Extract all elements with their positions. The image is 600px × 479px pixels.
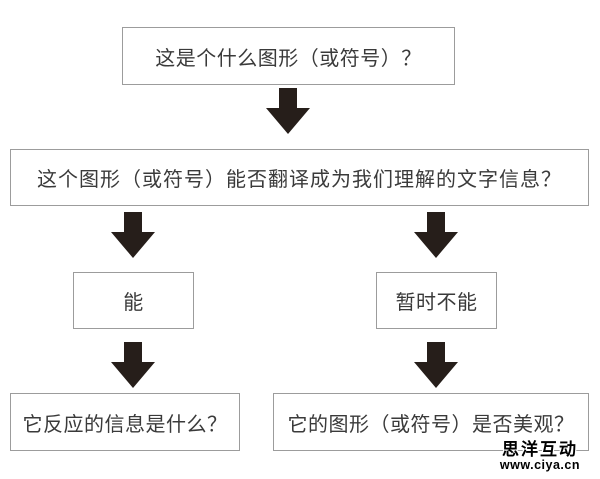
node-branch-yes: 能 [73,272,194,329]
arrow-down-icon [266,88,310,134]
node-translate-question: 这个图形（或符号）能否翻译成为我们理解的文字信息？ [10,149,589,206]
arrow-down-icon [414,342,458,388]
watermark-brand: 思洋互动 [501,440,578,460]
node-info-question: 它反应的信息是什么？ [10,393,240,451]
watermark-url: www.ciya.cn [499,457,580,472]
node-branch-no: 暂时不能 [376,272,497,329]
node-aesthetic-question: 它的图形（或符号）是否美观？ [273,393,589,451]
watermark: 思洋互动 www.ciya.cn [500,441,580,472]
arrow-down-icon [111,212,155,258]
node-start-question: 这是个什么图形（或符号）？ [122,27,455,85]
arrow-down-icon [414,212,458,258]
arrow-down-icon [111,342,155,388]
